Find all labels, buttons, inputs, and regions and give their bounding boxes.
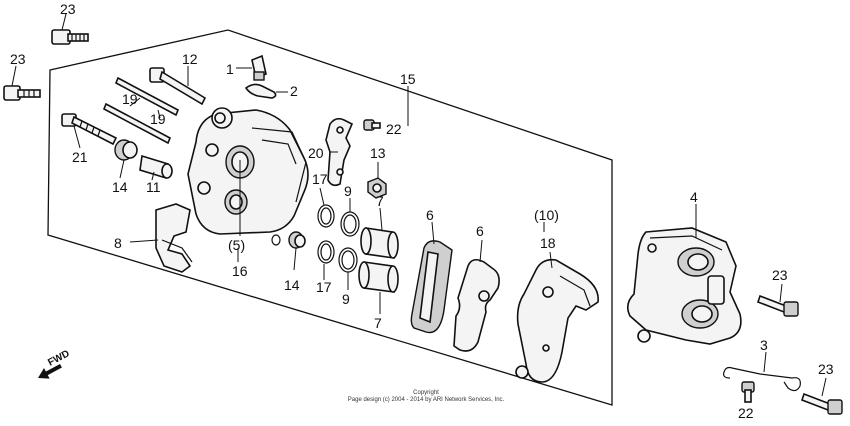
leader-3 [763, 351, 767, 373]
callout-7-upper: 7 [376, 193, 384, 209]
pin-19-lower[interactable] [102, 102, 172, 145]
leader-18 [549, 251, 553, 269]
piston-7-upper[interactable] [360, 227, 399, 259]
callout-14-upper: 14 [112, 179, 128, 195]
callout-10: (10) [534, 207, 559, 223]
callout-11: 11 [146, 179, 161, 195]
callout-9-upper: 9 [344, 183, 352, 199]
assembly-frame [47, 29, 613, 406]
leader-23-left [11, 65, 17, 87]
callout-9-lower: 9 [342, 291, 350, 307]
callout-20: 20 [308, 145, 324, 161]
callout-23-top: 23 [60, 1, 76, 17]
retainer-20[interactable] [325, 117, 354, 187]
bolt-22-upper[interactable] [363, 119, 381, 131]
callout-12: 12 [182, 51, 198, 67]
callout-17-upper: 17 [312, 171, 328, 187]
leader-6b [479, 239, 483, 263]
callout-5: (5) [228, 237, 245, 253]
callout-6-right: 6 [476, 223, 484, 239]
callout-23-right-upper: 23 [772, 267, 788, 283]
callout-15: 15 [400, 71, 416, 87]
copyright-line2: Page design (c) 2004 - 2014 by ARI Netwo… [348, 397, 505, 403]
bolt-23-left[interactable] [3, 85, 41, 101]
callout-23-left: 23 [10, 51, 26, 67]
fwd-arrow-icon [38, 364, 62, 379]
bolt-21[interactable] [61, 113, 118, 146]
callout-18: 18 [540, 235, 556, 251]
sleeve-11[interactable] [139, 154, 173, 180]
callout-16: 16 [232, 263, 248, 279]
bleed-cap-2[interactable] [244, 83, 277, 99]
brake-pad-6-left[interactable] [410, 240, 453, 334]
callout-19b: 19 [150, 111, 166, 127]
leader-11 [151, 171, 155, 181]
small-ring [271, 234, 281, 246]
copyright-line1: Copyright [413, 390, 439, 396]
leader-23-rl [821, 377, 827, 397]
bracket-18[interactable] [515, 258, 599, 383]
boot-14-lower[interactable] [288, 231, 306, 249]
boot-14-upper[interactable] [114, 139, 138, 161]
callout-4: 4 [690, 189, 698, 205]
leader-23-top [61, 13, 67, 31]
callout-8: 8 [114, 235, 122, 251]
callout-22-upper: 22 [386, 121, 402, 137]
leader-23-ru [779, 283, 783, 303]
bolt-23-right-lower[interactable] [800, 392, 843, 415]
piston-7-lower[interactable] [358, 261, 399, 293]
callout-14-lower: 14 [284, 277, 300, 293]
bolt-12[interactable] [149, 67, 207, 106]
callout-17-lower: 17 [316, 279, 332, 295]
pad-spring-8[interactable] [155, 203, 193, 273]
leader-14b [293, 247, 297, 271]
seal-9-lower[interactable] [338, 247, 358, 273]
caliper-body-5[interactable] [187, 107, 309, 235]
leader-8 [129, 239, 159, 243]
callout-21: 21 [72, 149, 88, 165]
leader-6a [431, 221, 435, 245]
pin-19-upper[interactable] [114, 76, 180, 117]
callout-19a: 19 [122, 91, 138, 107]
callout-1: 1 [226, 61, 234, 77]
callout-3: 3 [760, 337, 768, 353]
wire-clip-3[interactable] [723, 366, 801, 392]
callout-7-lower: 7 [374, 315, 382, 331]
leader-19a [129, 97, 141, 107]
leader-19b [157, 109, 161, 119]
bolt-23-top[interactable] [51, 29, 89, 45]
leader-21 [73, 125, 81, 149]
leader-7a [379, 207, 383, 231]
callout-6-left: 6 [426, 207, 434, 223]
seal-9-upper[interactable] [340, 211, 360, 237]
bolt-22-lower[interactable] [741, 381, 755, 403]
callout-23-right-lower: 23 [818, 361, 834, 377]
bleed-valve-1[interactable] [251, 54, 267, 81]
caliper-assembly-4[interactable] [626, 227, 742, 345]
bolt-23-right-upper[interactable] [756, 294, 799, 317]
brake-pad-6-right[interactable] [453, 258, 500, 352]
seal-17-lower[interactable] [317, 240, 335, 264]
leader-17a [319, 187, 325, 206]
callout-22-lower: 22 [738, 405, 754, 421]
callout-13: 13 [370, 145, 386, 161]
callout-2: 2 [290, 83, 298, 99]
seal-17-upper[interactable] [317, 204, 335, 228]
leader-14a [119, 159, 125, 179]
